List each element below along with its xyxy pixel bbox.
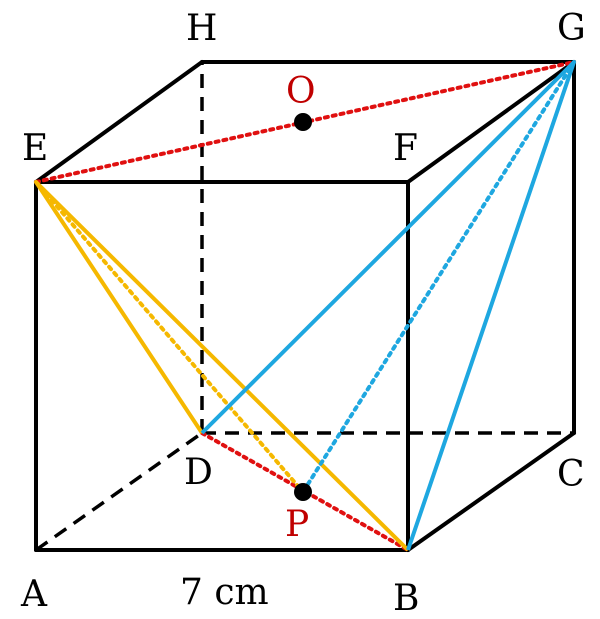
vertex-label-g: G (557, 8, 586, 49)
vertex-label-c: C (557, 454, 585, 495)
vertex-label-b: B (393, 578, 419, 619)
edge-ad-hidden (34, 431, 204, 552)
vertex-label-d: D (184, 452, 213, 493)
point-label-p: P (285, 504, 309, 545)
edge-bc (406, 431, 576, 552)
segment-ep-yellow-dotted (34, 180, 305, 494)
segment-gb-blue (406, 61, 576, 551)
point-o-dot (294, 113, 312, 131)
edge-length-label: 7 cm (180, 572, 269, 613)
vertex-label-e: E (22, 128, 48, 169)
vertex-label-a: A (20, 574, 48, 615)
segment-ed-yellow (34, 180, 204, 435)
edge-eh (34, 60, 204, 184)
segment-gp-blue-dotted (301, 60, 576, 494)
vertex-label-f: F (393, 128, 418, 169)
edge-fg (406, 60, 576, 184)
segment-gd-blue (200, 60, 576, 435)
vertex-label-h: H (186, 8, 217, 49)
point-p-dot (294, 483, 312, 501)
segment-eb-yellow (34, 180, 410, 552)
point-label-o: O (286, 71, 316, 112)
